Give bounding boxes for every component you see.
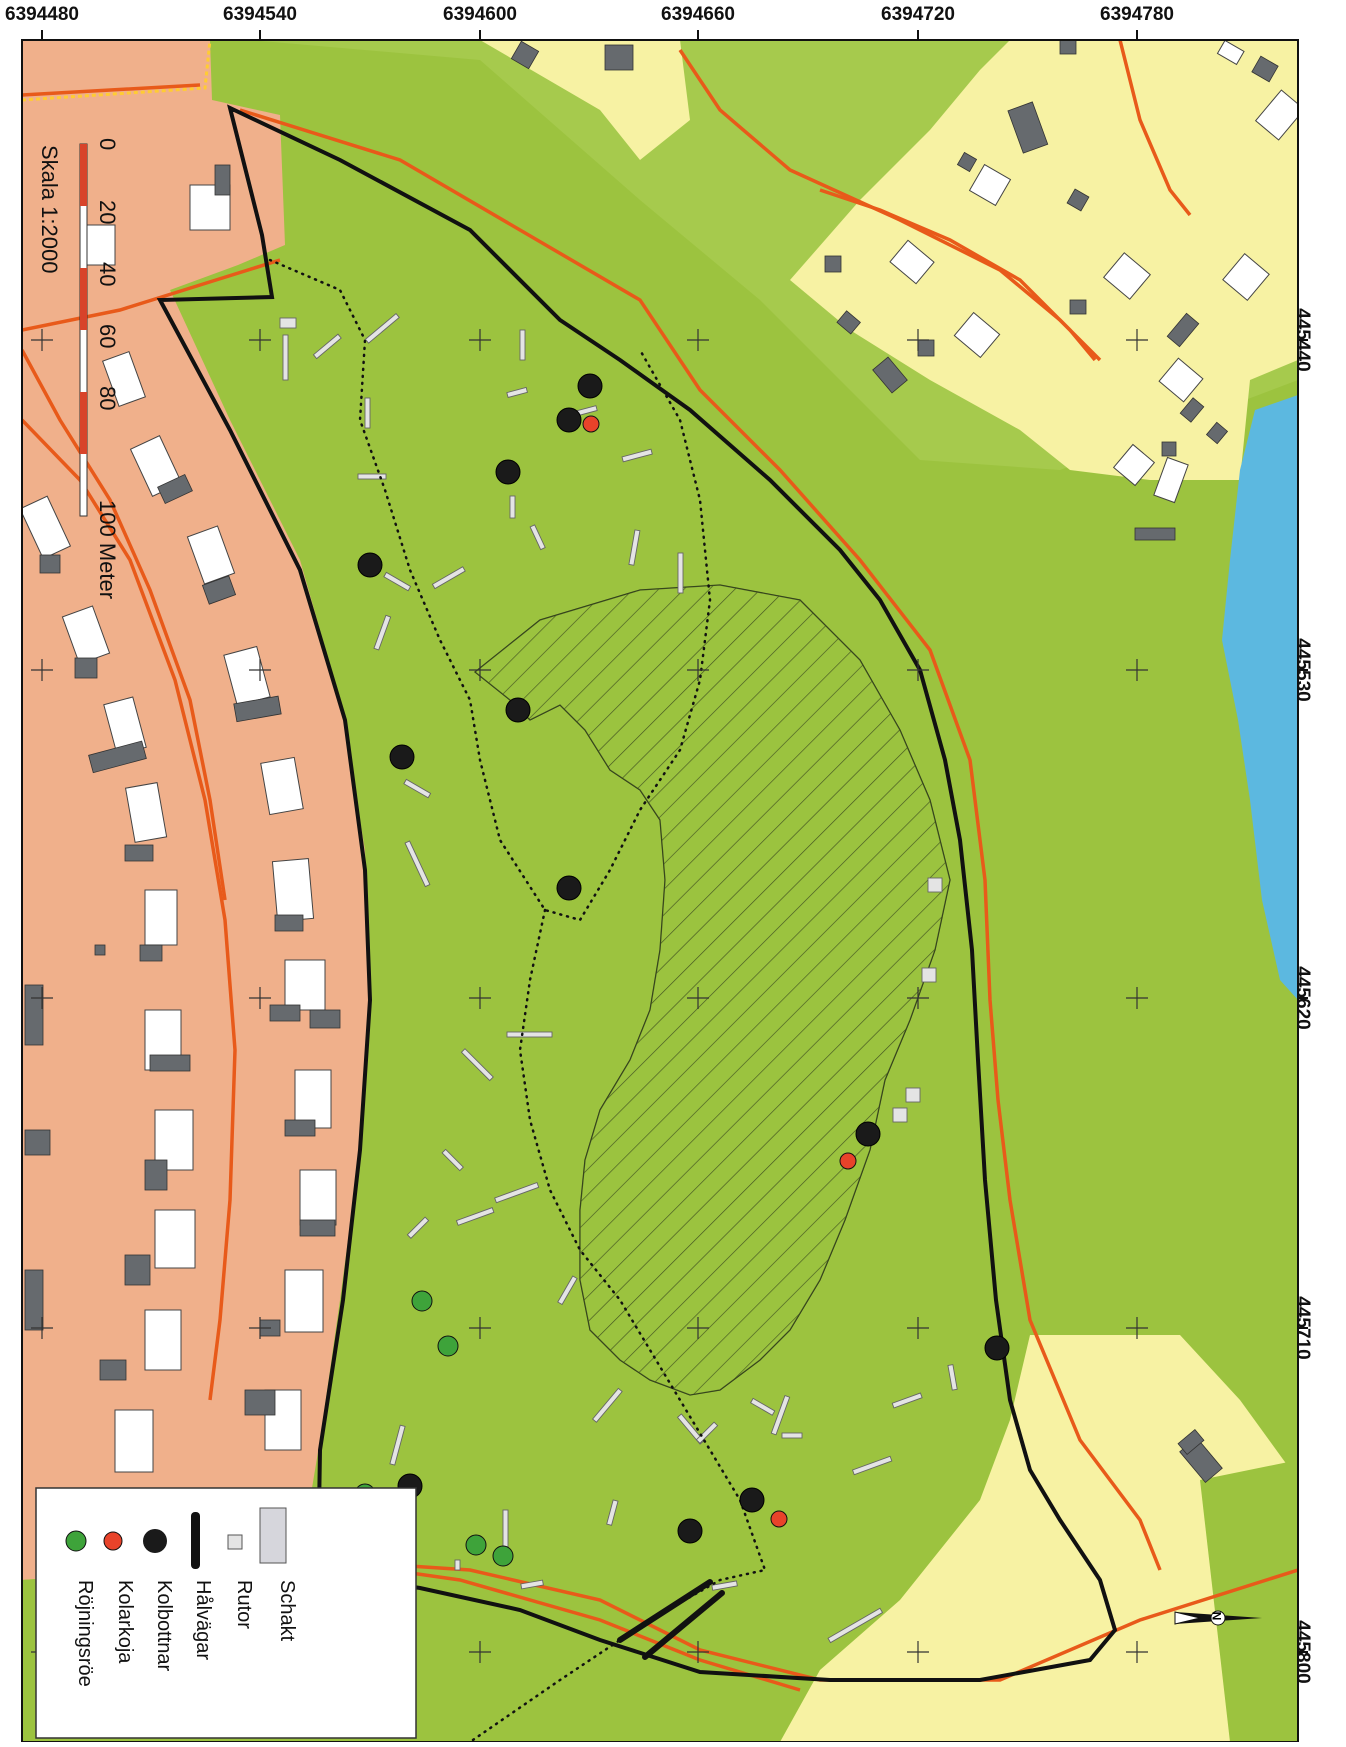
coord-top-label: 6394660 — [661, 4, 735, 25]
coord-right-label: 445440 — [1292, 308, 1313, 372]
legend-label-schakt: Schakt — [276, 1580, 298, 1642]
water-lake — [1222, 395, 1298, 1000]
scale-tick-label: 80 — [95, 386, 120, 411]
kolarkoja-markers — [582, 415, 857, 1528]
top-ticks — [41, 30, 1138, 40]
legend-box — [35, 1487, 417, 1739]
legend-label-rutor: Rutor — [233, 1580, 255, 1629]
forest-bottom-right — [1200, 1460, 1298, 1742]
road-dashed-top — [22, 40, 212, 102]
coord-right-label: 445620 — [1292, 966, 1313, 1030]
scale-tick-label: 40 — [95, 262, 120, 287]
coord-top-label: 6394540 — [223, 4, 297, 25]
features-schakt — [279, 312, 958, 1644]
rojningsroe-markers — [354, 1290, 514, 1567]
features-rutor — [892, 877, 943, 1123]
legend-label-kolarkoja: Kolarkoja — [114, 1580, 136, 1664]
coord-right-label: 445800 — [1292, 1620, 1313, 1684]
coord-top-label: 6394780 — [1100, 4, 1174, 25]
halvagar — [617, 1579, 725, 1660]
buildings-dark — [24, 40, 1279, 1483]
coord-top-label: 6394480 — [5, 4, 79, 25]
legend-label-kolbottnar: Kolbottnar — [153, 1580, 175, 1672]
scale-bar — [79, 143, 88, 517]
scale-label: Skala 1:2000 — [37, 145, 62, 274]
open-land-bottom-right — [780, 1335, 1298, 1742]
north-arrow — [1174, 1610, 1262, 1626]
open-land-top-small — [480, 40, 690, 160]
residential-zone — [22, 40, 370, 1580]
scale-tick-label: 100 Meter — [95, 500, 120, 600]
scale-tick-label: 20 — [95, 200, 120, 225]
scale-tick-label: 60 — [95, 324, 120, 349]
coord-right-label: 445530 — [1292, 638, 1313, 702]
coord-right-label: 445710 — [1292, 1296, 1313, 1360]
coord-top-label: 6394720 — [881, 4, 955, 25]
hatched-area — [473, 584, 951, 1396]
scale-tick-label: 0 — [95, 138, 120, 151]
legend-label-rojningsroe: Röjningsröe — [74, 1580, 96, 1687]
study-area-boundary — [156, 104, 1118, 1682]
legend-label-halvagar: Hålvägar — [192, 1580, 214, 1661]
north-label: N — [1209, 1611, 1224, 1621]
right-ticks — [1298, 339, 1308, 1653]
coord-top-label: 6394600 — [443, 4, 517, 25]
